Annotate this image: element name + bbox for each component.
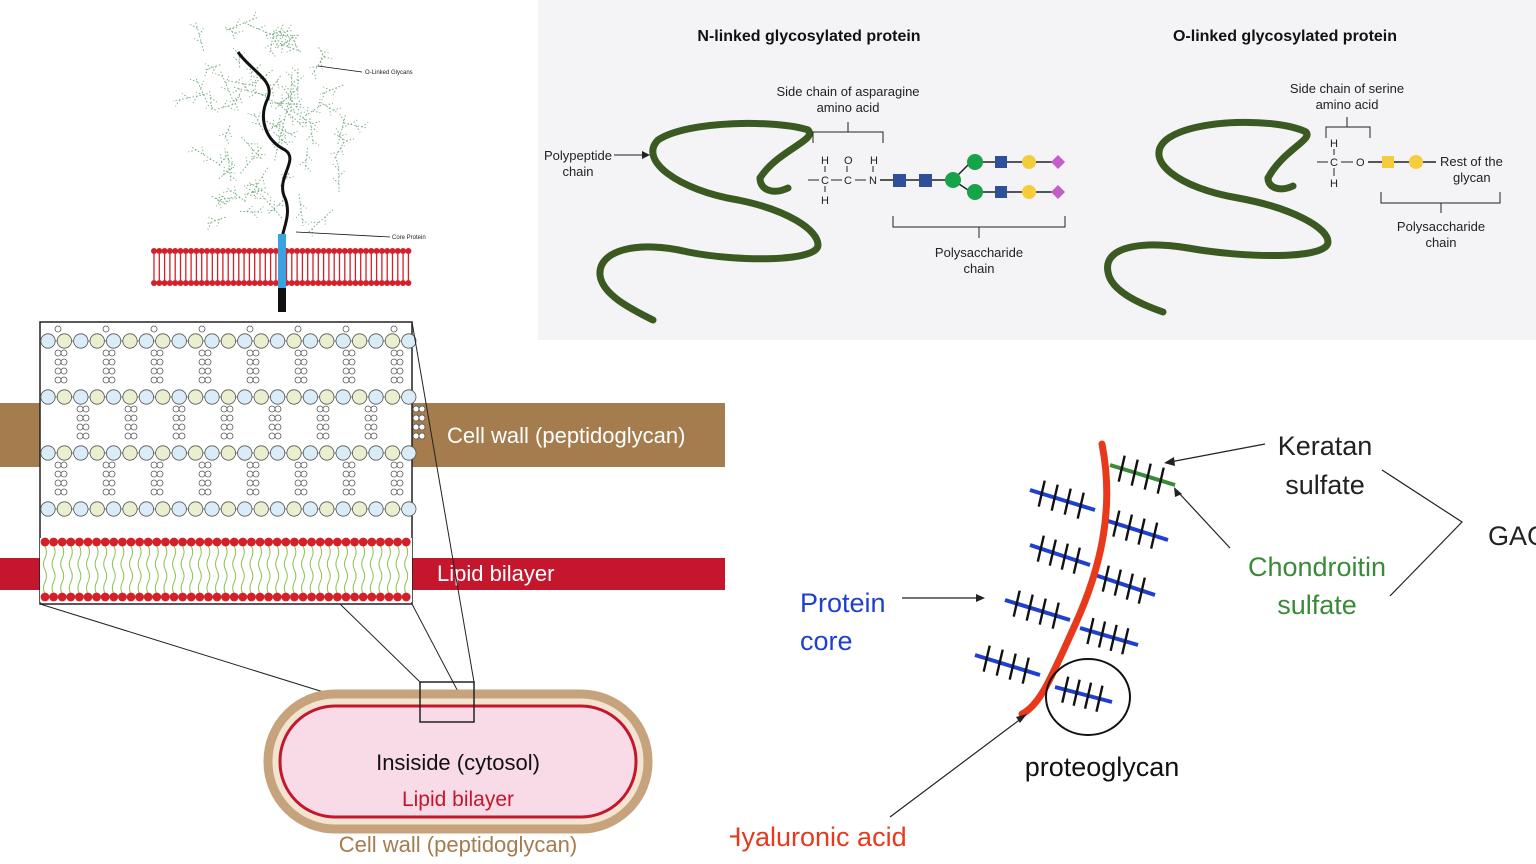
zoom-source-box <box>419 681 475 723</box>
proteoglycan-panel: Keratan sulfate Chondroitin sulfate GAG … <box>730 400 1536 864</box>
chondroitin-label-2: sulfate <box>1277 590 1357 620</box>
o-poly-label-1: Polysaccharide <box>1397 219 1485 234</box>
cell-wall-label: Cell wall (peptidoglycan) <box>447 423 685 448</box>
rest-label-2: glycan <box>1453 170 1491 185</box>
proteoglycan-diagram: Keratan sulfate Chondroitin sulfate GAG … <box>730 431 1536 852</box>
transmembrane-segment <box>278 234 286 290</box>
sialic-acid-diamond <box>1051 185 1065 199</box>
o-side-chain-label-1: Side chain of serine <box>1290 81 1404 96</box>
mannose-circle <box>945 172 961 188</box>
glcnac-square <box>995 156 1007 168</box>
n-side-chain-label-2: amino acid <box>817 100 880 115</box>
o-linked-title: O-linked glycosylated protein <box>1173 28 1397 45</box>
o-poly-brace <box>1380 192 1501 213</box>
mannose-circle <box>967 184 983 200</box>
protein-core-label-2: core <box>800 626 853 656</box>
svg-text:H: H <box>870 155 878 167</box>
svg-text:H: H <box>1330 138 1338 150</box>
svg-text:H: H <box>821 195 829 207</box>
keratan-arrow <box>1169 443 1266 463</box>
svg-text:H: H <box>821 155 829 167</box>
o-linked-glycans-cloud <box>172 11 369 237</box>
cytoplasmic-tail <box>278 288 286 312</box>
o-linked-glycans-label: O-Linked Glycans <box>365 70 413 76</box>
svg-text:C: C <box>821 175 829 187</box>
svg-text:H: H <box>1330 178 1338 190</box>
galactose-circle <box>1022 185 1036 199</box>
gag-bracket <box>1381 469 1463 597</box>
polypeptide-label-2: chain <box>562 164 593 179</box>
glycosylation-diagram: N-linked glycosylated protein O-linked g… <box>544 28 1503 324</box>
svg-text:C: C <box>844 175 852 187</box>
polypeptide-label-1: Polypeptide <box>544 148 612 163</box>
mannose-circle <box>967 154 983 170</box>
o-side-chain-label-2: amino acid <box>1316 97 1379 112</box>
svg-text:C: C <box>1330 157 1338 169</box>
inner-lipid-label: Lipid bilayer <box>402 788 514 811</box>
n-side-chain-label-1: Side chain of asparagine <box>776 84 919 99</box>
o-polypeptide-chain <box>1104 118 1332 316</box>
proteoglycan-label: proteoglycan <box>1025 752 1180 782</box>
gag-chains <box>974 455 1176 712</box>
chondroitin-arrow <box>1177 491 1231 549</box>
core-protein-strand <box>236 51 292 241</box>
o-poly-label-2: chain <box>1425 235 1456 250</box>
core-protein-label: Core Protein <box>392 235 426 241</box>
inner-wall-label: Cell wall (peptidoglycan) <box>339 832 577 857</box>
plasma-membrane <box>151 248 412 286</box>
lipid-bilayer-label: Lipid bilayer <box>437 561 554 586</box>
rest-label-1: Rest of the <box>1440 154 1503 169</box>
n-polypeptide-chain <box>596 119 822 324</box>
hyaluronic-acid-core <box>1018 440 1111 718</box>
o-side-chain-brace <box>1325 117 1371 138</box>
hyaluronic-label: Hyaluronic acid <box>730 822 907 852</box>
hyaluronic-arrow <box>889 717 1023 818</box>
svg-text:N: N <box>869 175 877 187</box>
bacterial-cell-membrane <box>278 704 638 819</box>
galnac-square <box>1382 156 1394 168</box>
proteoglycan-circle <box>1045 658 1131 736</box>
keratan-label-1: Keratan <box>1278 431 1373 461</box>
chondroitin-label-1: Chondroitin <box>1248 552 1386 582</box>
gag-label: GAG <box>1488 521 1536 551</box>
n-linked-title: N-linked glycosylated protein <box>697 28 920 45</box>
glycosylation-panel: N-linked glycosylated protein O-linked g… <box>538 0 1536 340</box>
n-poly-label-1: Polysaccharide <box>935 245 1023 260</box>
keratan-label-2: sulfate <box>1285 470 1365 500</box>
n-glycan-tree <box>880 154 1065 200</box>
glcnac-square <box>995 186 1007 198</box>
glcnac-square <box>919 174 932 187</box>
galactose-circle <box>1409 155 1423 169</box>
n-poly-brace <box>892 216 1066 238</box>
svg-text:O: O <box>844 155 853 167</box>
svg-text:O: O <box>1356 157 1365 169</box>
sialic-acid-diamond <box>1051 155 1065 169</box>
n-side-chain-brace <box>812 122 884 143</box>
n-poly-label-2: chain <box>963 261 994 276</box>
glcnac-square <box>893 174 906 187</box>
peptidoglycan-mesh <box>40 325 426 517</box>
galactose-circle <box>1022 155 1036 169</box>
cell-wall-panel: O-Linked Glycans Core Protein Cell wall … <box>0 0 730 864</box>
protein-core-label-1: Protein <box>800 588 886 618</box>
cytosol-label: Insiside (cytosol) <box>376 750 540 775</box>
zoom-lipid-bilayer <box>40 537 411 602</box>
cell-wall-diagram: O-Linked Glycans Core Protein Cell wall … <box>0 11 725 857</box>
